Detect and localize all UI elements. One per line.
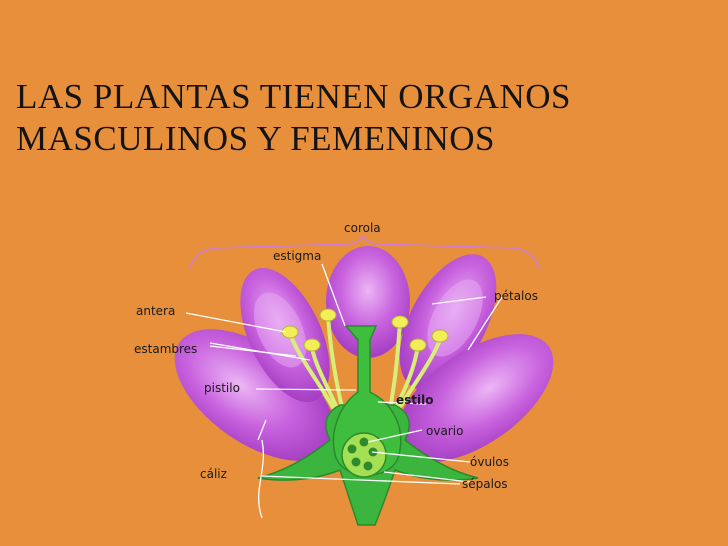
label-estilo: estilo [396,393,434,407]
title-line-1: LAS PLANTAS TIENEN ORGANOS [16,77,571,116]
anthers [281,308,449,352]
label-petalos: pétalos [494,289,538,303]
anther [431,329,449,343]
label-pistilo: pistilo [204,381,240,395]
petals [174,246,554,462]
petal-right-lower [396,334,554,462]
label-estigma: estigma [273,249,321,263]
ovary [341,432,387,478]
title-line-2: MASCULINOS Y FEMENINOS [16,119,496,158]
corola-bracket [189,234,541,271]
ovule [347,444,357,454]
leader-lines [185,263,503,519]
ovule [363,461,373,471]
ovule [359,437,369,447]
anther [391,315,409,329]
petal-highlight-left [253,292,307,368]
label-corola: corola [344,221,381,235]
petal-left-lower [174,329,336,461]
anther [409,338,427,352]
ovule [351,457,361,467]
petal-center [326,246,410,358]
label-estambres: estambres [134,342,197,356]
slide-title: LAS PLANTAS TIENEN ORGANOS MASCULINOS Y … [16,76,571,160]
label-antera: antera [136,304,175,318]
anther [281,325,299,339]
anther [319,308,337,322]
anther [303,338,321,352]
label-ovario: ovario [426,424,463,438]
label-sepalos: sépalos [462,477,508,491]
label-caliz: cáliz [200,467,227,481]
label-ovulos: óvulos [470,455,509,469]
